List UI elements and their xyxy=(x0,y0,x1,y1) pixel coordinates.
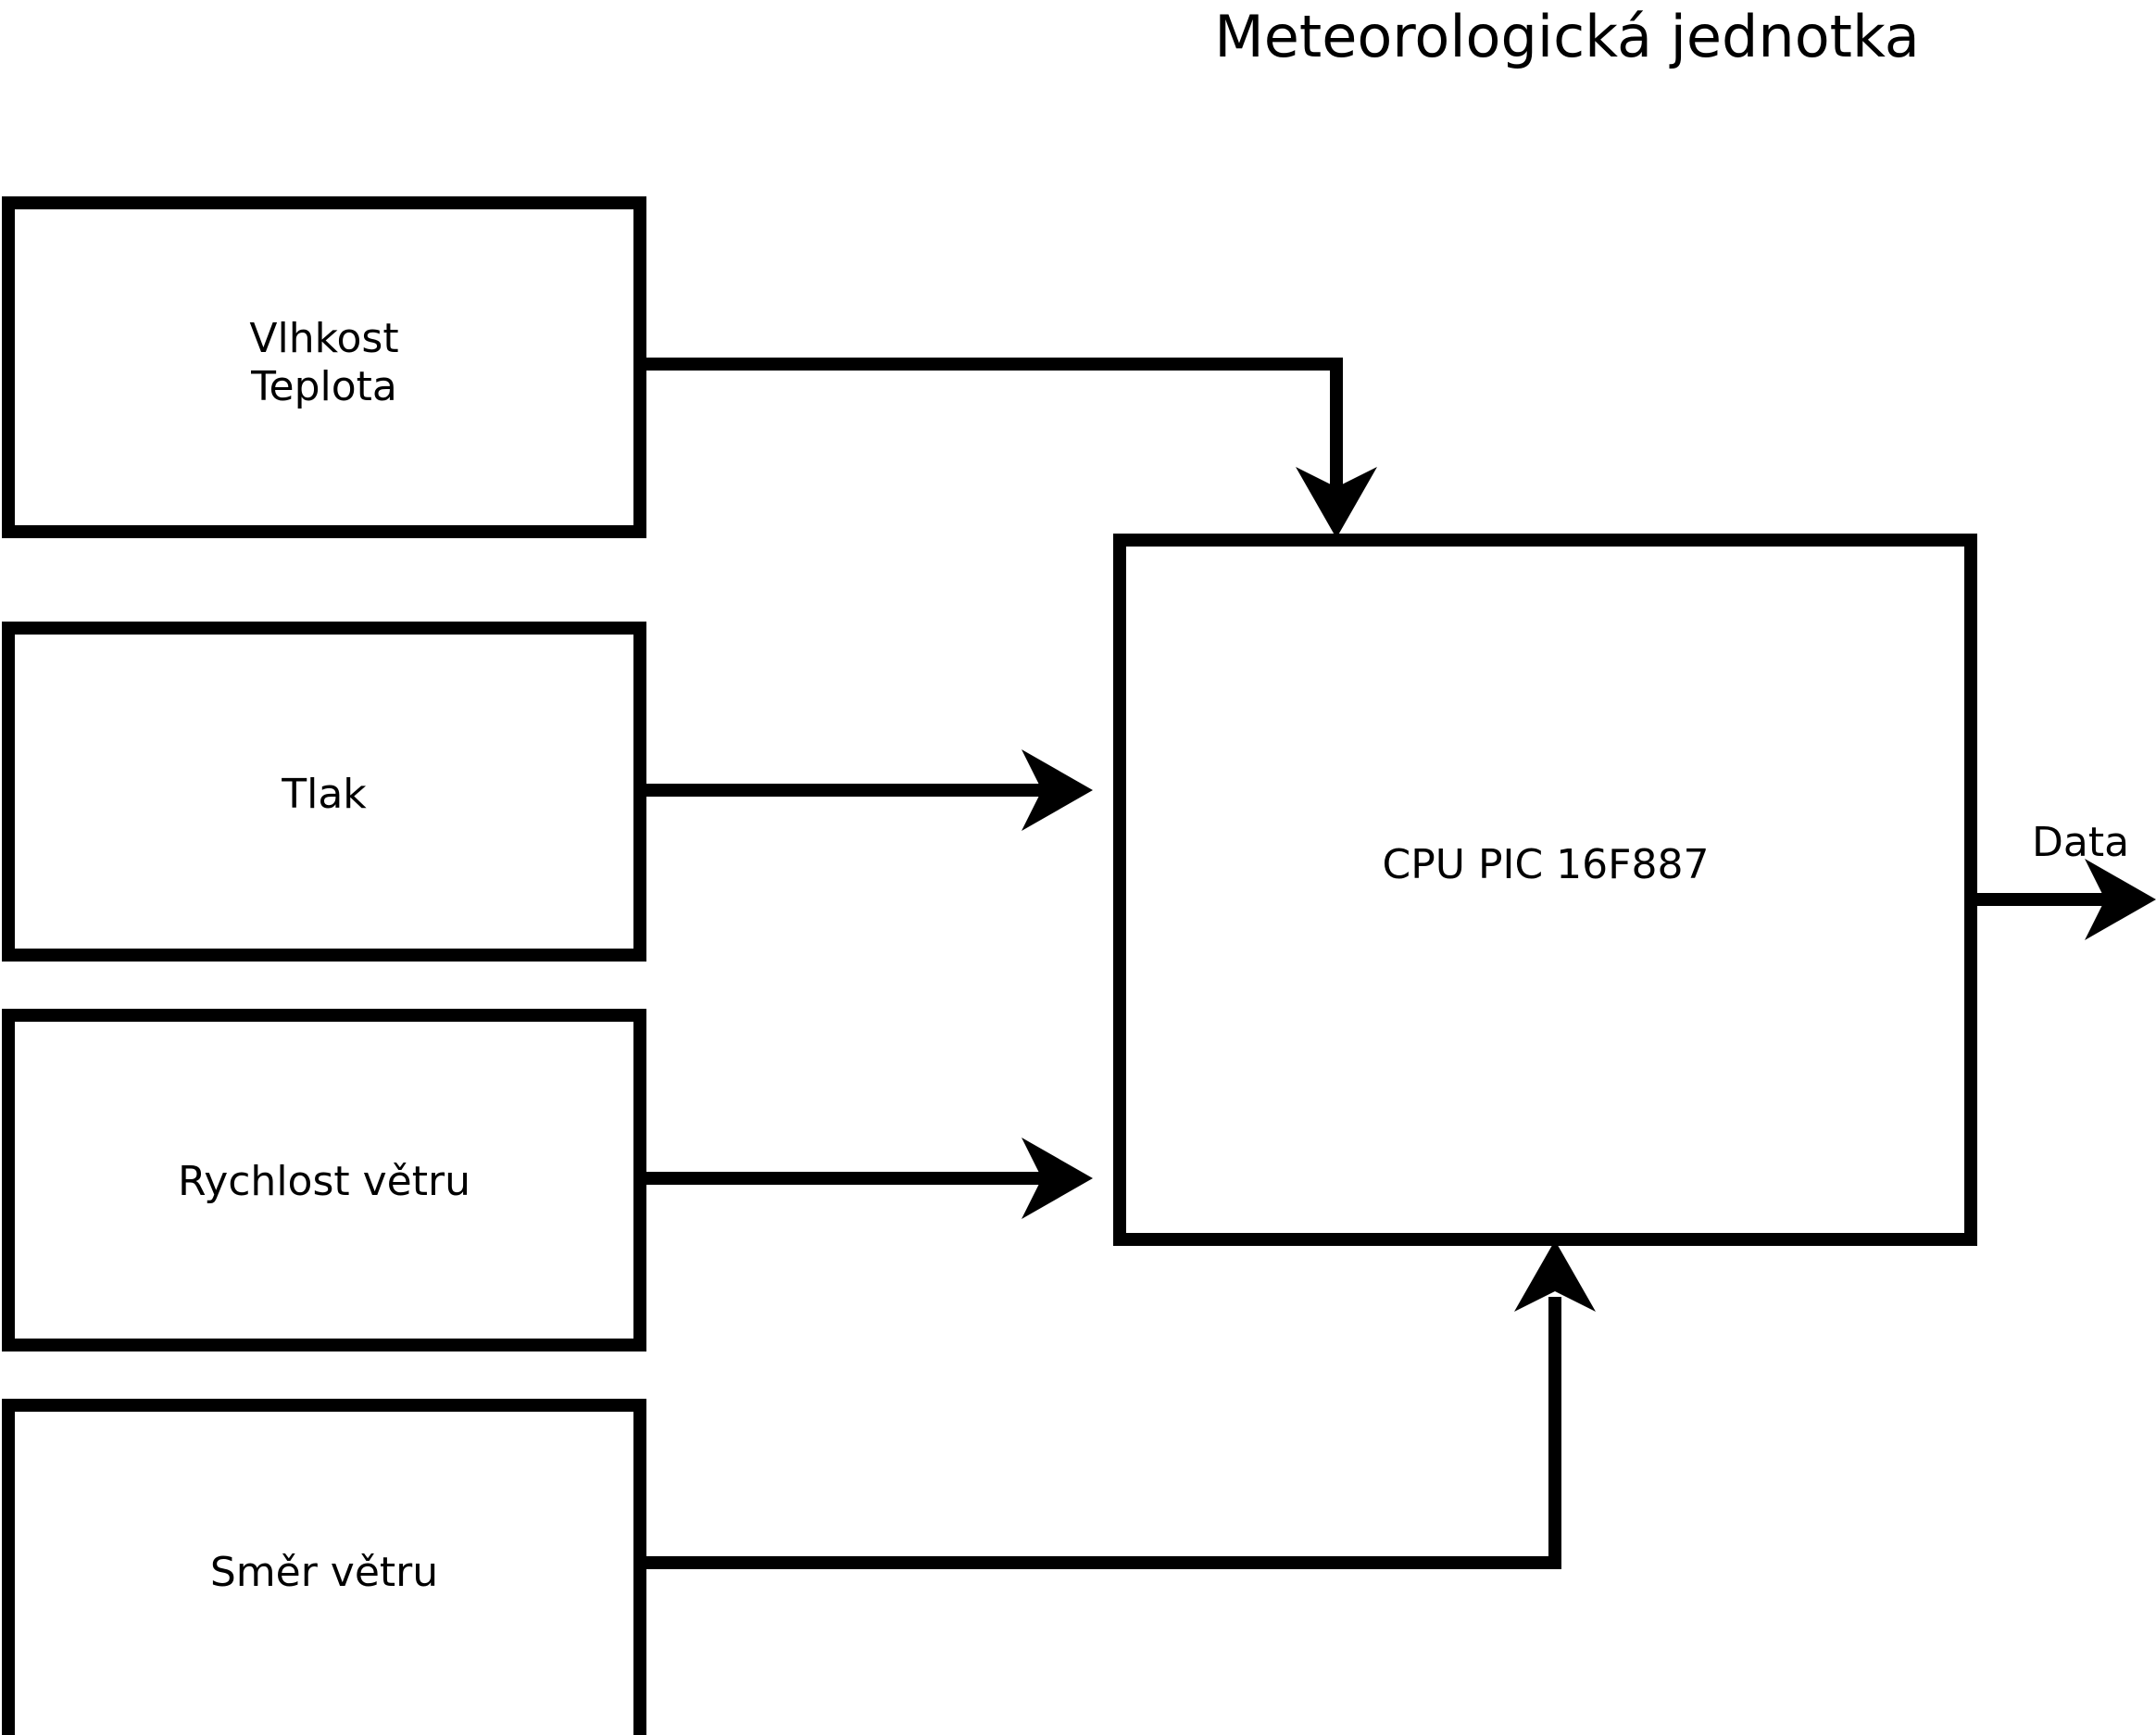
connector-humidity-temperature-to-cpu xyxy=(640,358,1343,491)
connector-label-data: Data xyxy=(2032,819,2130,866)
block-wind-speed[interactable] xyxy=(2,1009,646,1352)
block-humidity-temperature[interactable] xyxy=(2,196,646,538)
block-wind-direction[interactable] xyxy=(2,1399,646,1735)
arrowhead-data-output xyxy=(2085,859,2156,940)
arrowhead-wind-speed xyxy=(1022,1138,1093,1219)
connector-wind-direction-to-cpu xyxy=(640,1297,1561,1569)
page-title: Meteorologická jednotka xyxy=(1214,3,1920,70)
arrowhead-humidity-temperature xyxy=(1296,467,1377,538)
block-pressure[interactable] xyxy=(2,622,646,962)
block-cpu[interactable] xyxy=(1113,534,1977,1246)
arrowhead-wind-direction xyxy=(1514,1240,1596,1312)
arrowhead-pressure xyxy=(1022,749,1093,831)
